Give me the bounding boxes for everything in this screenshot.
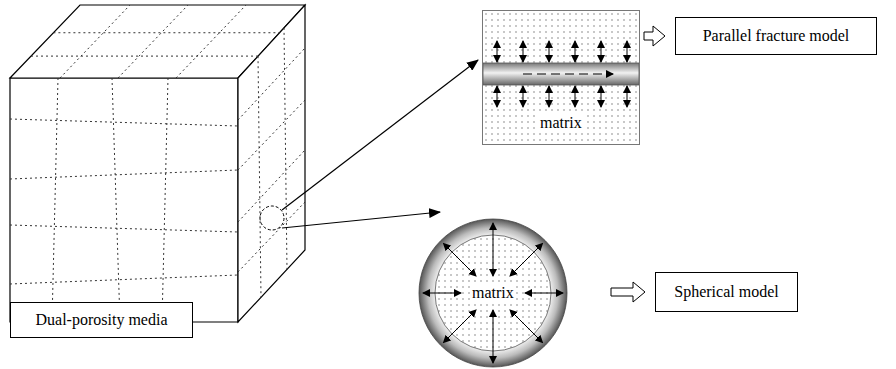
matrix-slab: matrix	[482, 10, 640, 145]
box-label: Dual-porosity media	[36, 311, 168, 329]
matrix-sphere: matrix	[418, 218, 568, 368]
model-box: Spherical model	[655, 272, 798, 312]
block-arrow	[611, 282, 645, 302]
model-box: Parallel fracture model	[675, 17, 877, 55]
block-arrow	[644, 26, 665, 46]
label-box: Dual-porosity media	[10, 302, 193, 338]
box-label: Parallel fracture model	[703, 27, 850, 45]
region-label: matrix	[538, 114, 584, 132]
box-label: Spherical model	[674, 283, 778, 301]
region-label: matrix	[470, 284, 516, 302]
